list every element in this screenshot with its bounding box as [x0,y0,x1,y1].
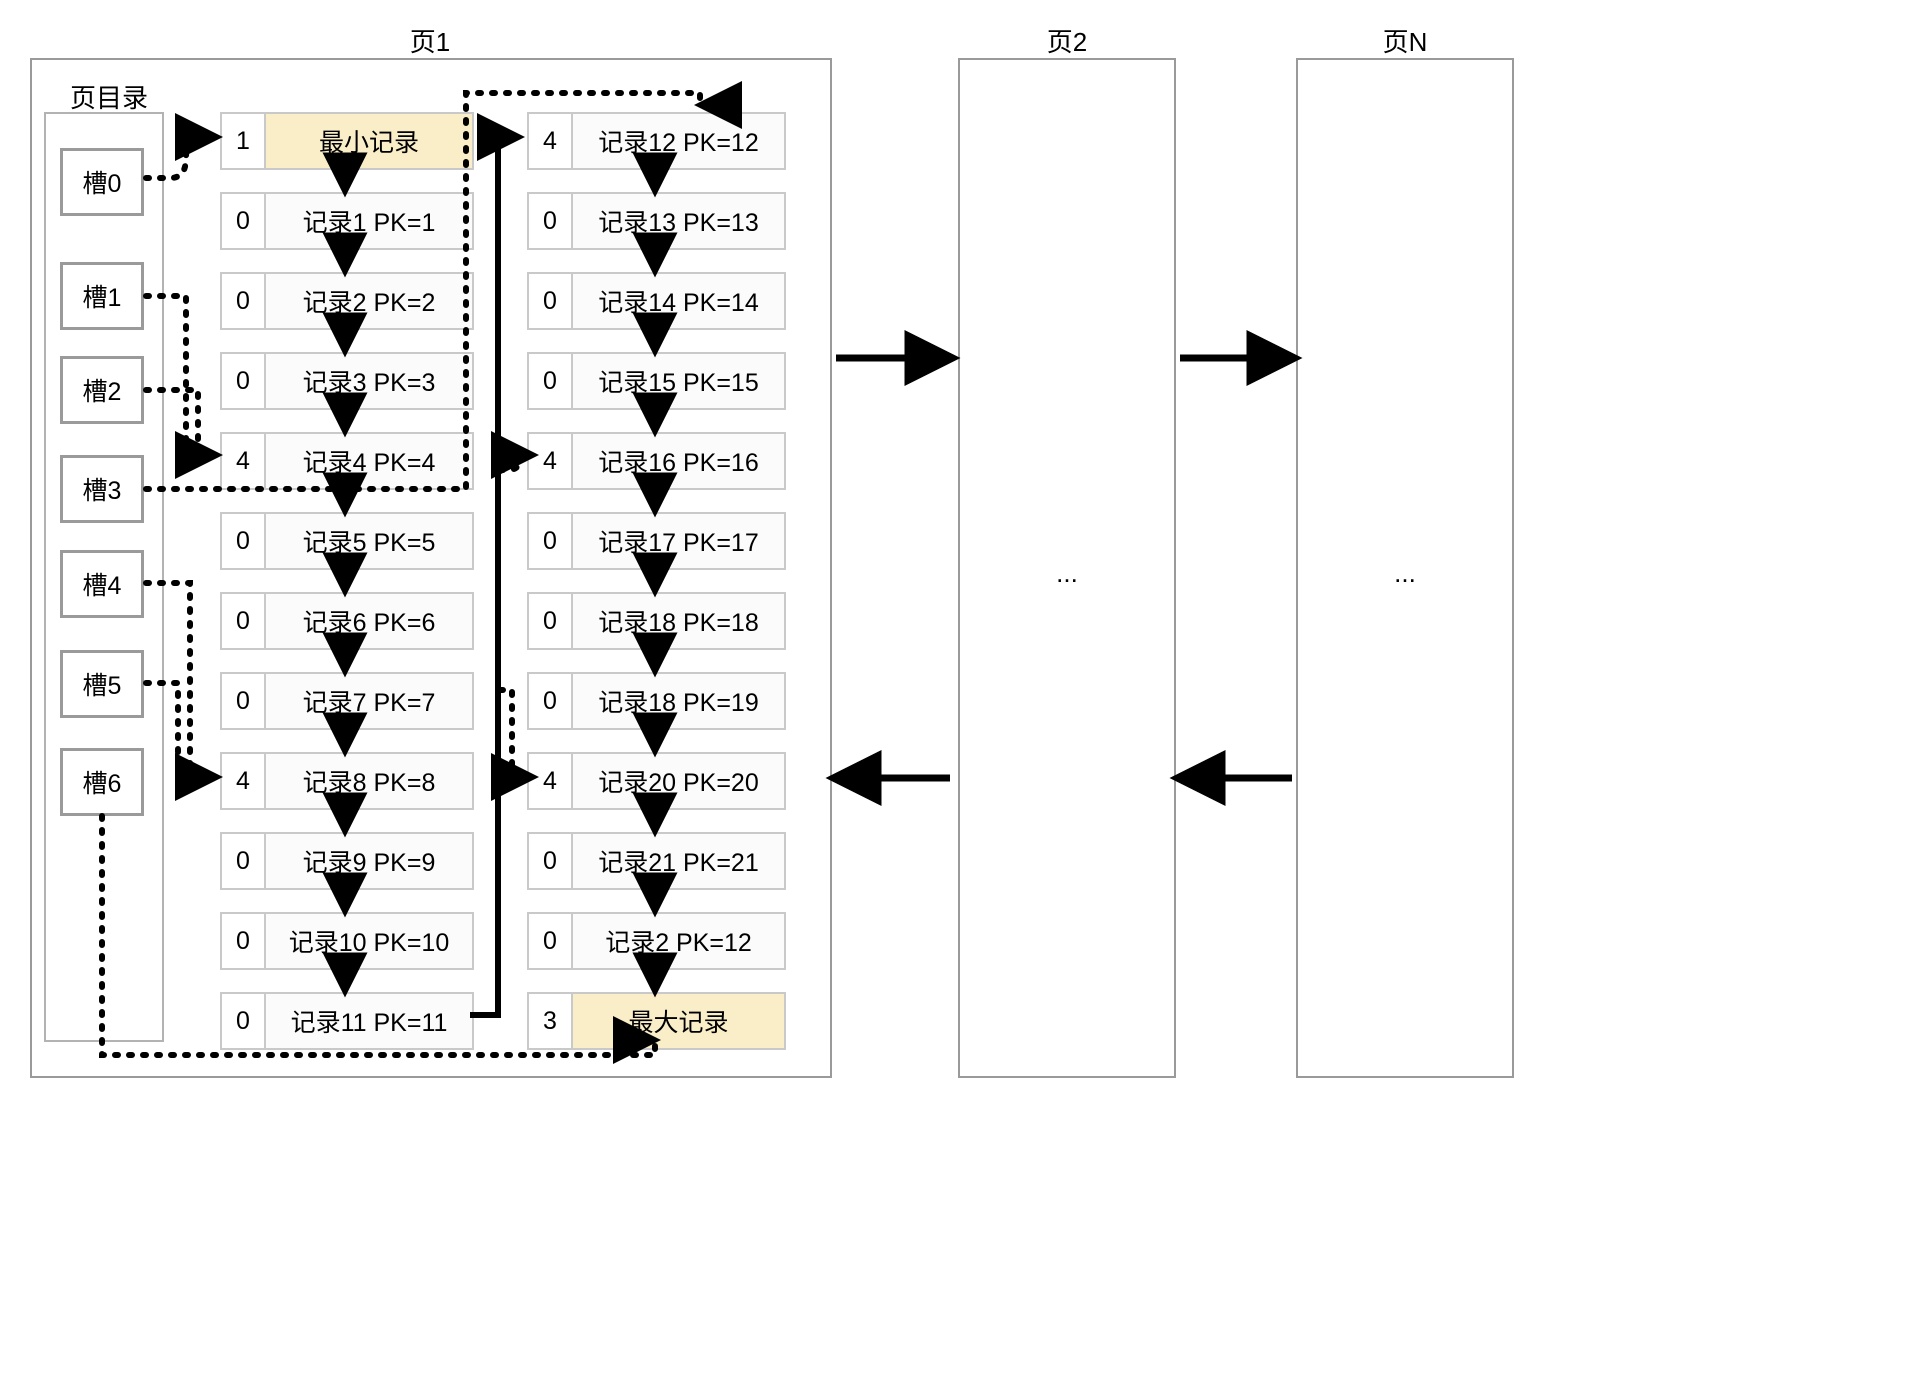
record-owned-count: 0 [222,994,266,1048]
record-label: 记录1 PK=1 [266,194,472,248]
record-owned-count: 4 [222,754,266,808]
slot-6-label: 槽6 [82,770,122,798]
slot-5-label: 槽5 [82,672,122,700]
slot-5[interactable]: 槽5 [60,650,144,718]
slot-0[interactable]: 槽0 [60,148,144,216]
record-owned-count: 0 [222,834,266,888]
record-label: 记录10 PK=10 [266,914,472,968]
slot-6[interactable]: 槽6 [60,748,144,816]
record-label: 记录18 PK=18 [573,594,784,648]
record-owned-count: 0 [222,914,266,968]
record-owned-count: 0 [222,194,266,248]
slot-0-label: 槽0 [82,170,122,198]
record-owned-count: 4 [529,114,573,168]
pageN-ellipsis: ... [1394,558,1416,588]
record-owned-count: 0 [529,834,573,888]
pageN-title: 页N [1382,27,1428,57]
record-label: 记录15 PK=15 [573,354,784,408]
record-label: 记录12 PK=12 [573,114,784,168]
record-owned-count: 0 [529,274,573,328]
record-label: 记录2 PK=12 [573,914,784,968]
record-label: 记录8 PK=8 [266,754,472,808]
slot-1-label: 槽1 [82,284,122,312]
record-label: 记录9 PK=9 [266,834,472,888]
record-label: 记录16 PK=16 [573,434,784,488]
record-label: 记录5 PK=5 [266,514,472,568]
page1-title: 页1 [409,27,451,57]
record-label: 记录17 PK=17 [573,514,784,568]
page2-ellipsis: ... [1056,558,1078,588]
record-owned-count: 0 [529,914,573,968]
page2-box [958,58,1176,1078]
record-owned-count: 0 [529,514,573,568]
record-owned-count: 4 [529,434,573,488]
record-label: 记录7 PK=7 [266,674,472,728]
record-label: 记录2 PK=2 [266,274,472,328]
slot-1[interactable]: 槽1 [60,262,144,330]
record-owned-count: 0 [529,674,573,728]
record-owned-count: 0 [222,274,266,328]
record-label: 记录11 PK=11 [266,994,472,1048]
record-label: 记录14 PK=14 [573,274,784,328]
record-label: 记录20 PK=20 [573,754,784,808]
record-owned-count: 0 [529,194,573,248]
pageN-box [1296,58,1514,1078]
record-owned-count: 0 [529,594,573,648]
record-owned-count: 0 [222,594,266,648]
slot-2-label: 槽2 [82,378,122,406]
record-owned-count: 4 [529,754,573,808]
record-owned-count: 1 [222,114,266,168]
record-owned-count: 0 [222,354,266,408]
record-owned-count: 0 [529,354,573,408]
record-label: 最大记录 [573,994,784,1048]
slot-3[interactable]: 槽3 [60,455,144,523]
page2-title: 页2 [1046,27,1088,57]
slot-3-label: 槽3 [82,477,122,505]
record-owned-count: 4 [222,434,266,488]
slot-2[interactable]: 槽2 [60,356,144,424]
record-owned-count: 0 [222,674,266,728]
record-label: 记录21 PK=21 [573,834,784,888]
record-owned-count: 3 [529,994,573,1048]
slot-4-label: 槽4 [82,572,122,600]
record-owned-count: 0 [222,514,266,568]
page-directory-label: 页目录 [70,83,149,113]
record-label: 记录4 PK=4 [266,434,472,488]
record-label: 记录6 PK=6 [266,594,472,648]
record-label: 记录3 PK=3 [266,354,472,408]
record-label: 记录13 PK=13 [573,194,784,248]
record-label: 最小记录 [266,114,472,168]
record-label: 记录18 PK=19 [573,674,784,728]
slot-4[interactable]: 槽4 [60,550,144,618]
